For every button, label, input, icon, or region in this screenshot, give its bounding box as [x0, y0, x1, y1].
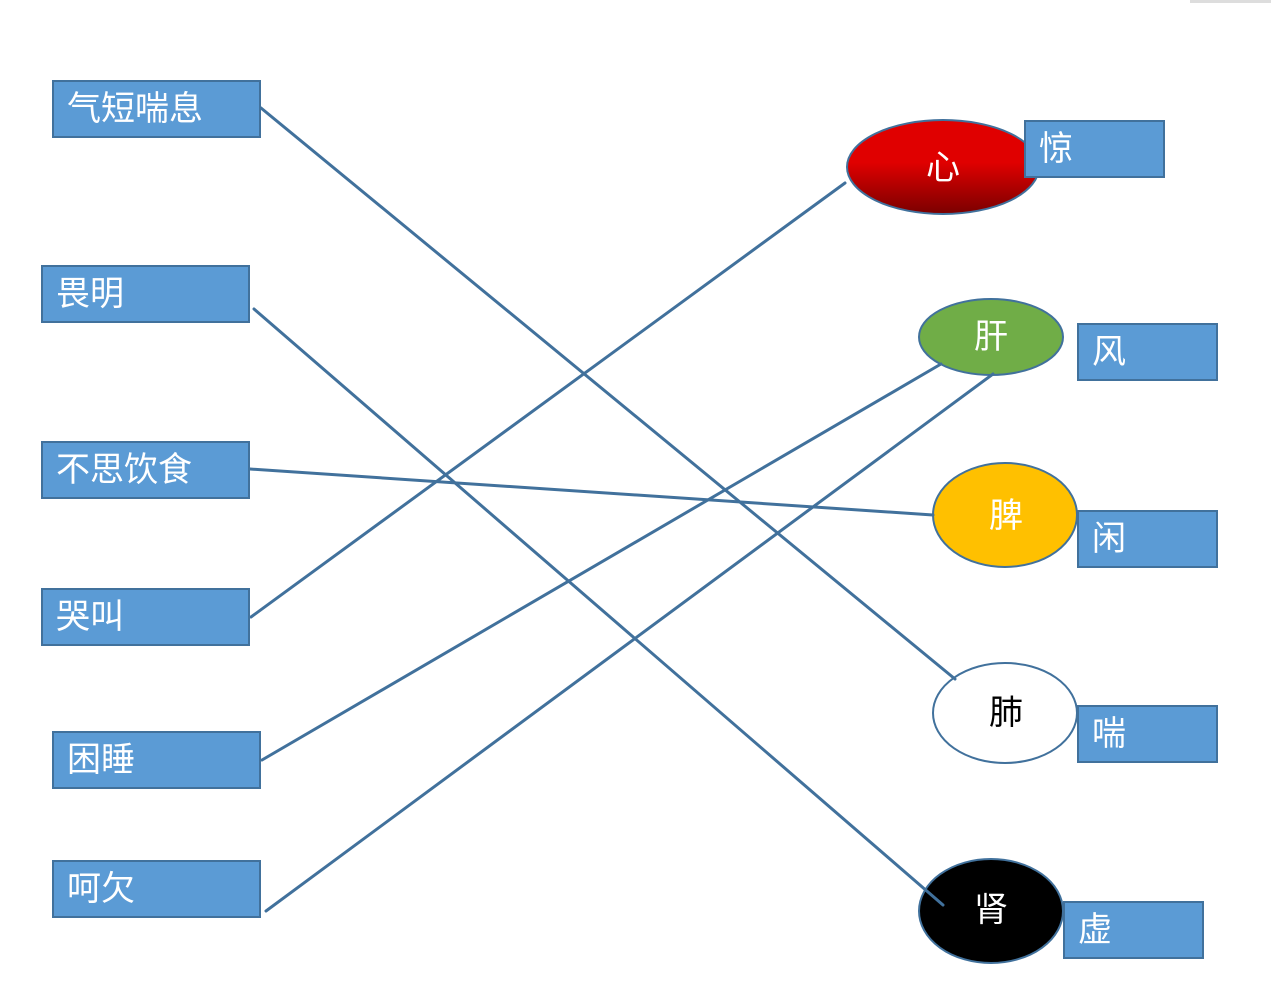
organ-liver: 肝 [918, 298, 1064, 376]
organ-lung-label: 肺 [989, 693, 1023, 733]
quality-label: 风 [1092, 332, 1126, 372]
symptom-label: 呵欠 [67, 869, 135, 909]
organ-spleen: 脾 [932, 462, 1078, 568]
organ-kidney: 肾 [918, 858, 1064, 964]
organ-heart: 心 [846, 119, 1040, 215]
quality-box-pant: 喘 [1077, 705, 1218, 763]
link-no-appetite-to-spleen [248, 467, 935, 517]
organ-liver-label: 肝 [974, 317, 1008, 357]
symptom-label: 困睡 [67, 740, 135, 780]
symptom-box-no-appetite: 不思饮食 [41, 441, 250, 499]
symptom-box-yawning: 呵欠 [52, 860, 261, 918]
organ-spleen-label: 脾 [989, 496, 1023, 536]
link-shortness-of-breath-to-lung [259, 106, 957, 681]
symptom-box-shortness-of-breath: 气短喘息 [52, 80, 261, 138]
link-crying-to-heart [249, 181, 847, 619]
quality-label: 闲 [1092, 519, 1126, 559]
quality-box-wind: 风 [1077, 323, 1218, 381]
organ-heart-label: 心 [926, 148, 960, 188]
symptom-box-crying: 哭叫 [41, 588, 250, 646]
quality-box-idle: 闲 [1077, 510, 1218, 568]
link-drowsiness-to-liver [260, 362, 943, 762]
organ-lung: 肺 [932, 662, 1078, 764]
symptom-box-drowsiness: 困睡 [52, 731, 261, 789]
symptom-label: 哭叫 [56, 597, 124, 637]
quality-label: 喘 [1092, 714, 1126, 754]
link-yawning-to-liver [264, 372, 995, 913]
quality-box-fright: 惊 [1024, 120, 1165, 178]
symptom-label: 气短喘息 [67, 89, 203, 129]
symptom-label: 畏明 [56, 274, 124, 314]
organ-kidney-label: 肾 [974, 890, 1008, 930]
quality-label: 惊 [1039, 129, 1073, 169]
quality-box-deficiency: 虚 [1063, 901, 1204, 959]
slide-edge-shadow [1190, 0, 1271, 3]
symptom-box-photophobia: 畏明 [41, 265, 250, 323]
symptom-label: 不思饮食 [56, 450, 192, 490]
link-photophobia-to-kidney [252, 307, 945, 907]
quality-label: 虚 [1078, 910, 1112, 950]
